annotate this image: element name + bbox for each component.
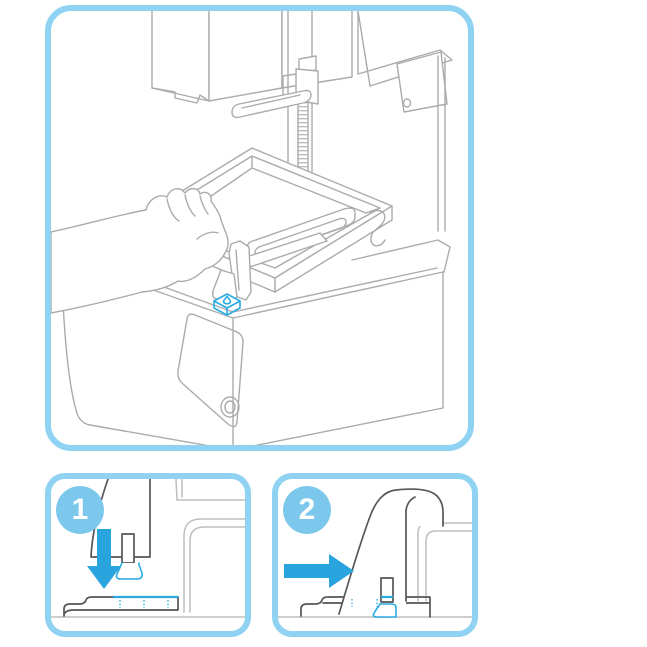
- wiper-grip: [211, 240, 252, 304]
- wiper-tool: [230, 207, 356, 272]
- resin-droplet-button-icon: [213, 293, 241, 316]
- step-2-panel: 2: [272, 473, 478, 637]
- body-right-step: [351, 239, 451, 273]
- wiper-arm-profile: [338, 488, 444, 615]
- step-2-badge: 2: [283, 486, 331, 534]
- build-platform: [231, 55, 319, 119]
- power-button: [220, 396, 240, 418]
- mounting-rail-profile: [63, 596, 179, 617]
- front-door-panel: [177, 313, 244, 428]
- tank-profile: [417, 522, 472, 602]
- wiper-foot-peg: [380, 577, 394, 603]
- arrow-down-icon: [87, 529, 121, 589]
- cover-hinge-bracket: [357, 11, 453, 232]
- step-1-panel: 1: [45, 473, 251, 637]
- printer-cover-raised: [151, 11, 353, 104]
- rail-slot-guides: [351, 599, 378, 607]
- step-1-badge: 1: [56, 486, 104, 534]
- wiper-foot-highlight: [372, 603, 397, 618]
- wiper-foot-highlight: [115, 562, 143, 580]
- step-2-illustration: [278, 488, 472, 618]
- droplet-glyph: [222, 295, 232, 305]
- main-illustration-panel: [45, 5, 474, 451]
- wiper-foot-peg: [121, 533, 135, 564]
- step-2-number: 2: [298, 493, 316, 526]
- tank-carrier-profile: [175, 479, 245, 613]
- arrow-right-icon: [284, 554, 354, 588]
- rail-slot-guides: [113, 595, 178, 608]
- printer-illustration: [51, 11, 453, 445]
- hand-and-arm: [51, 187, 229, 314]
- tank-hook-clip: [369, 209, 386, 247]
- step-1-illustration: [51, 479, 245, 618]
- step-1-number: 1: [71, 493, 89, 526]
